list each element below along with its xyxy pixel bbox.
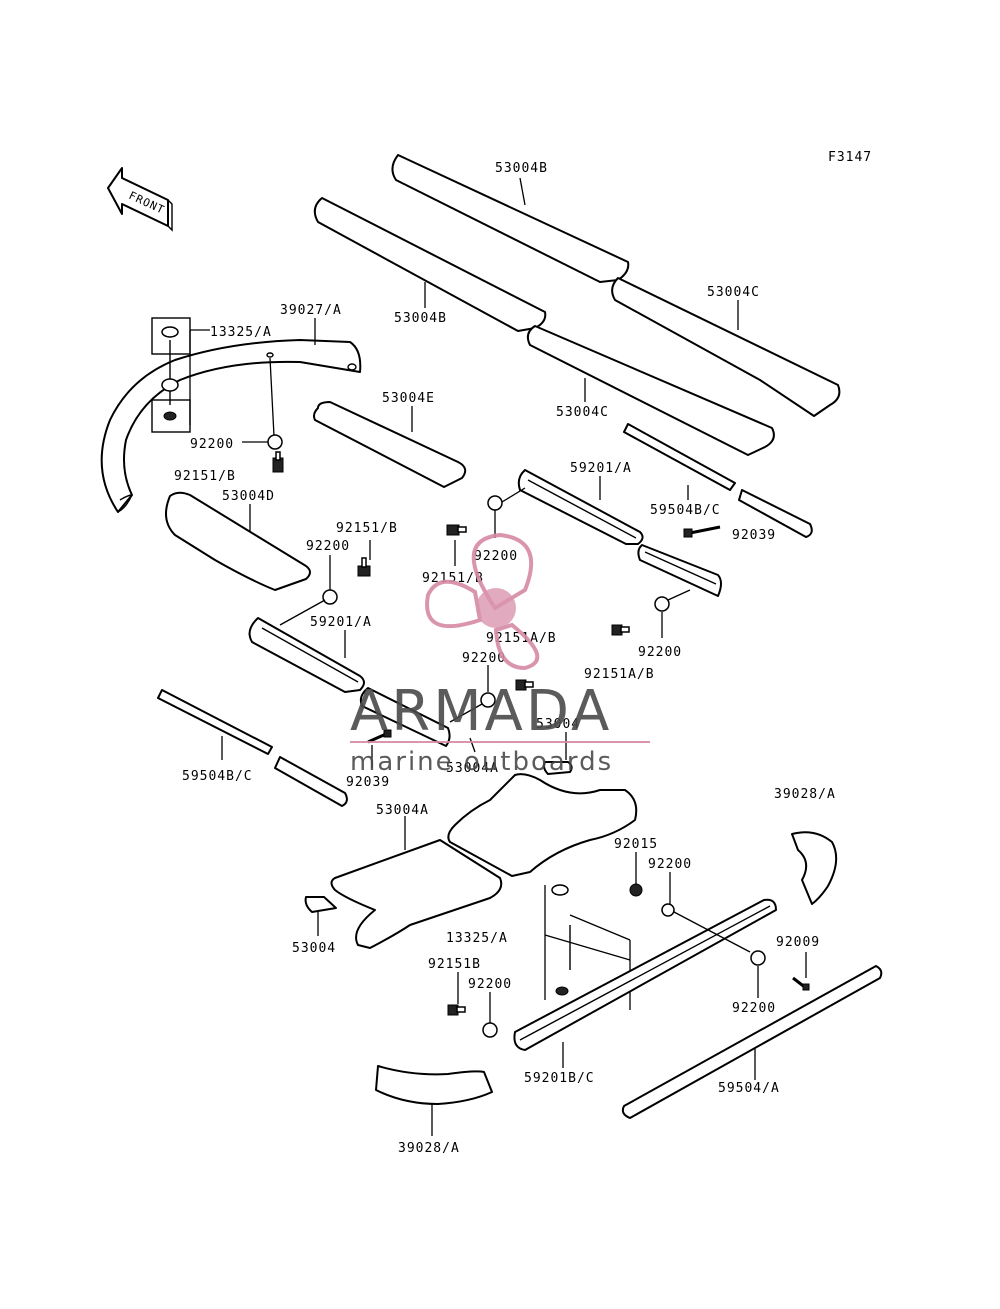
part-label: 13325/A xyxy=(210,325,272,340)
leader-lines xyxy=(190,177,807,1136)
part-label: 53004A xyxy=(446,761,499,776)
watermark-tagline: marine outboards xyxy=(350,747,613,777)
part-label: 92009 xyxy=(776,935,820,950)
grommet-13325-upper xyxy=(151,317,191,433)
part-label: 92039 xyxy=(732,528,776,543)
trim-59504a xyxy=(621,965,883,1119)
washer-92200-d xyxy=(322,589,338,605)
bolt-92151-a xyxy=(272,451,284,473)
rail-59201bc xyxy=(513,898,777,1051)
washer-92200-h xyxy=(482,1022,498,1038)
mat-53004a-right xyxy=(447,773,638,877)
mat-53004d xyxy=(165,491,311,591)
part-label: 92151/B xyxy=(336,521,398,536)
part-label: 92200 xyxy=(474,549,518,564)
part-label: 53004B xyxy=(495,161,548,176)
bumper-39028-bottom xyxy=(375,1065,493,1105)
washer-92200-a xyxy=(267,434,283,450)
bolt-92151b-lower xyxy=(447,1004,466,1016)
pad-53004-lower xyxy=(304,896,337,913)
part-label: 92151A/B xyxy=(584,667,655,682)
trim-59504bc-upper xyxy=(623,423,813,538)
watermark-brand: ARMADA xyxy=(350,679,612,744)
part-label: 92151/B xyxy=(174,469,236,484)
part-label: 39027/A xyxy=(280,303,342,318)
part-label: 92151B xyxy=(428,957,481,972)
pad-53004-upper xyxy=(543,761,573,775)
part-label: 59504B/C xyxy=(182,769,253,784)
part-label: 59201/A xyxy=(570,461,632,476)
part-label: 92015 xyxy=(614,837,658,852)
trim-59504bc-lower xyxy=(157,689,348,807)
rail-59201a-middle xyxy=(248,617,365,693)
bumper-39027 xyxy=(100,339,362,513)
part-label: 92200 xyxy=(468,977,512,992)
part-label: 53004 xyxy=(536,717,580,732)
part-label: 92039 xyxy=(346,775,390,790)
screw-92009 xyxy=(792,976,810,991)
part-label: 53004B xyxy=(394,311,447,326)
mat-53004b-upper xyxy=(391,154,630,283)
mat-53004c-lower xyxy=(526,325,775,456)
bumper-39028-right xyxy=(791,831,838,905)
front-arrow-icon: FRONT xyxy=(107,167,173,232)
washer-92200-e xyxy=(480,692,496,708)
part-label: 92200 xyxy=(732,1001,776,1016)
part-label: 92200 xyxy=(306,539,350,554)
part-label: 59504/A xyxy=(718,1081,780,1096)
part-label: 53004A xyxy=(376,803,429,818)
part-label: 39028/A xyxy=(774,787,836,802)
part-label: 53004 xyxy=(292,941,336,956)
bolt-92151-b xyxy=(357,557,371,577)
bolt-92151-c xyxy=(446,524,467,536)
part-label: 92200 xyxy=(638,645,682,660)
mat-53004b-lower xyxy=(313,197,547,332)
part-label: 59504B/C xyxy=(650,503,721,518)
mat-53004a-left xyxy=(330,839,503,949)
washer-92200-c xyxy=(654,596,670,612)
bracket-53004a-middle xyxy=(359,687,451,747)
bolt-92039-upper xyxy=(683,525,721,538)
washer-92200-b xyxy=(487,495,503,511)
propeller-logo-icon xyxy=(425,532,540,671)
bolt-92151ab-b xyxy=(515,679,534,691)
rail-59201a-bracket xyxy=(637,544,722,597)
part-label: 53004D xyxy=(222,489,275,504)
part-labels: 53004B 53004B 53004C 53004C 39027/A 1332… xyxy=(174,161,836,1156)
part-label: 92200 xyxy=(648,857,692,872)
part-label: 92200 xyxy=(462,651,506,666)
part-label: 92200 xyxy=(190,437,234,452)
part-label: 59201/A xyxy=(310,615,372,630)
washer-92200-f xyxy=(661,903,675,917)
bolt-92151ab-a xyxy=(611,624,630,636)
rail-59201a-upper xyxy=(517,469,644,545)
diagram-code: F3147 xyxy=(828,150,872,165)
mat-53004c-upper xyxy=(611,277,841,417)
bolt-92039-lower xyxy=(367,729,392,744)
part-label: 53004C xyxy=(707,285,760,300)
nut-92015 xyxy=(629,883,643,897)
part-label: 53004C xyxy=(556,405,609,420)
watermark: ARMADA marine outboards xyxy=(350,532,650,777)
mat-53004e xyxy=(313,401,467,488)
part-label: 59201B/C xyxy=(524,1071,595,1086)
part-label: 92151A/B xyxy=(486,631,557,646)
part-label: 13325/A xyxy=(446,931,508,946)
part-label: 39028/A xyxy=(398,1141,460,1156)
washer-92200-g xyxy=(750,950,766,966)
part-label: 53004E xyxy=(382,391,435,406)
